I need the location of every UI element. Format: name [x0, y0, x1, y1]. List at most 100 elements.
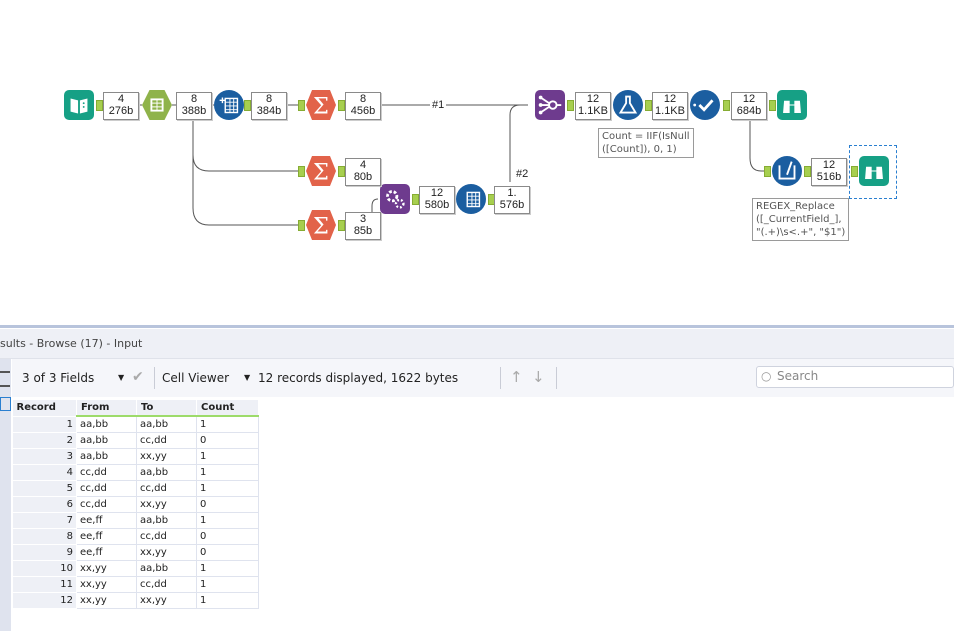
- table-cell[interactable]: 0: [196, 544, 259, 561]
- record-number[interactable]: 11: [12, 576, 77, 593]
- table-cell[interactable]: 0: [196, 528, 259, 545]
- table-cell[interactable]: cc,dd: [136, 528, 197, 545]
- table-view-icon[interactable]: [0, 371, 10, 387]
- summarize-tool[interactable]: Σ: [306, 210, 336, 240]
- table-cell[interactable]: cc,dd: [136, 432, 197, 449]
- select-tool[interactable]: [690, 90, 720, 120]
- cell-view-icon[interactable]: [0, 397, 11, 411]
- formula-tool[interactable]: [613, 90, 643, 120]
- table-cell[interactable]: xx,yy: [136, 448, 197, 465]
- browse-tool[interactable]: [777, 90, 807, 120]
- output-anchor[interactable]: [338, 100, 345, 111]
- cross-tab-tool[interactable]: [456, 184, 486, 214]
- multi-field-formula-tool[interactable]: [772, 156, 802, 186]
- table-cell[interactable]: cc,dd: [76, 464, 137, 481]
- record-number[interactable]: 2: [12, 432, 77, 449]
- table-cell[interactable]: xx,yy: [76, 560, 137, 577]
- arrow-up-icon[interactable]: ↑: [510, 368, 523, 386]
- search-input[interactable]: ○ Search: [756, 366, 954, 388]
- table-cell[interactable]: xx,yy: [136, 544, 197, 561]
- output-anchor[interactable]: [338, 220, 345, 231]
- record-number[interactable]: 5: [12, 480, 77, 497]
- input-anchor[interactable]: [769, 100, 776, 111]
- table-cell[interactable]: aa,bb: [136, 560, 197, 577]
- table-cell[interactable]: 1: [196, 448, 259, 465]
- record-number[interactable]: 6: [12, 496, 77, 513]
- table-cell[interactable]: 1: [196, 576, 259, 593]
- table-cell[interactable]: cc,dd: [136, 480, 197, 497]
- chevron-down-icon[interactable]: ▼: [118, 373, 125, 382]
- output-anchor[interactable]: [804, 166, 811, 177]
- table-cell[interactable]: 1: [196, 560, 259, 577]
- record-number[interactable]: 9: [12, 544, 77, 561]
- input-anchor[interactable]: [298, 166, 305, 177]
- table-cell[interactable]: xx,yy: [136, 496, 197, 513]
- output-anchor[interactable]: [96, 100, 103, 111]
- table-cell[interactable]: aa,bb: [136, 415, 197, 433]
- record-number[interactable]: 7: [12, 512, 77, 529]
- table-cell[interactable]: cc,dd: [76, 496, 137, 513]
- table-cell[interactable]: aa,bb: [136, 464, 197, 481]
- cross-tab-tool[interactable]: [214, 90, 244, 120]
- table-cell[interactable]: xx,yy: [136, 592, 197, 609]
- table-cell[interactable]: ee,ff: [76, 544, 137, 561]
- record-number[interactable]: 12: [12, 592, 77, 609]
- column-header[interactable]: From: [76, 400, 137, 417]
- column-header[interactable]: To: [136, 400, 197, 417]
- table-cell[interactable]: 0: [196, 432, 259, 449]
- output-anchor[interactable]: [412, 194, 419, 205]
- arrow-down-icon[interactable]: ↓: [532, 368, 545, 386]
- record-number[interactable]: 8: [12, 528, 77, 545]
- table-cell[interactable]: aa,bb: [76, 432, 137, 449]
- record-number[interactable]: 10: [12, 560, 77, 577]
- append-fields-tool[interactable]: [380, 184, 410, 214]
- table-cell[interactable]: aa,bb: [136, 512, 197, 529]
- table-cell[interactable]: 1: [196, 464, 259, 481]
- chevron-down-icon[interactable]: ▼: [244, 373, 251, 382]
- viewer-selector[interactable]: Cell Viewer: [162, 371, 230, 385]
- input-anchor[interactable]: [645, 100, 652, 111]
- panel-splitter[interactable]: [0, 325, 954, 328]
- output-anchor[interactable]: [338, 166, 345, 177]
- record-number[interactable]: 1: [12, 415, 77, 433]
- table-cell[interactable]: xx,yy: [76, 592, 137, 609]
- table-cell[interactable]: ee,ff: [76, 528, 137, 545]
- summarize-tool[interactable]: Σ: [306, 156, 336, 186]
- fields-selector[interactable]: 3 of 3 Fields: [22, 371, 95, 385]
- browse-tool[interactable]: [859, 156, 889, 186]
- table-cell[interactable]: 1: [196, 415, 259, 433]
- input-data-tool[interactable]: [64, 90, 94, 120]
- table-cell[interactable]: 1: [196, 592, 259, 609]
- table-cell[interactable]: 0: [196, 496, 259, 513]
- input-anchor[interactable]: [298, 220, 305, 231]
- table-cell[interactable]: ee,ff: [76, 512, 137, 529]
- table-cell[interactable]: aa,bb: [76, 415, 137, 433]
- summarize-tool[interactable]: Σ: [306, 90, 336, 120]
- table-cell[interactable]: cc,dd: [136, 576, 197, 593]
- column-header[interactable]: Record: [12, 400, 77, 416]
- input-anchor[interactable]: [723, 100, 730, 111]
- column-header[interactable]: Count: [196, 400, 259, 417]
- input-anchor[interactable]: [244, 100, 251, 111]
- input-anchor[interactable]: [298, 100, 305, 111]
- table-cell[interactable]: aa,bb: [76, 448, 137, 465]
- output-anchor[interactable]: [567, 100, 574, 111]
- table-cell[interactable]: 1: [196, 512, 259, 529]
- record-number[interactable]: 3: [12, 448, 77, 465]
- input-anchor[interactable]: [764, 166, 771, 177]
- text-to-columns-tool[interactable]: [142, 90, 172, 120]
- union-tool[interactable]: [535, 90, 565, 120]
